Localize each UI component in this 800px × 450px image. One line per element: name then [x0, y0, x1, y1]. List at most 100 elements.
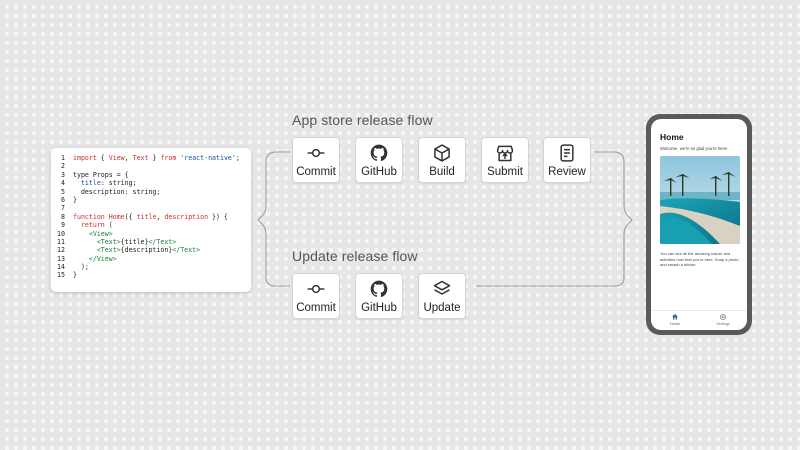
- connector-code-to-appstore: [257, 151, 290, 221]
- code-token: (: [104, 221, 113, 230]
- code-token: title: [80, 179, 101, 188]
- line-number: 6: [61, 195, 65, 204]
- line-number: 10: [57, 229, 65, 238]
- phone-mockup: Home Welcome, we're so glad you're here!: [646, 114, 752, 335]
- code-token: type Props = {: [73, 170, 129, 179]
- code-line: 1 import { View, Text } from 'react-nativ…: [51, 154, 251, 162]
- code-token: </View>: [88, 254, 117, 263]
- step-label: GitHub: [361, 166, 397, 178]
- home-icon: [672, 314, 678, 320]
- code-token: ,: [124, 154, 133, 162]
- tab-label: Settings: [716, 322, 730, 326]
- code-token: [73, 179, 81, 187]
- appstore-step-submit: Submit: [481, 137, 529, 183]
- code-token: }: [73, 271, 77, 280]
- commit-icon: [307, 284, 325, 294]
- code-token: description: string;: [73, 187, 161, 196]
- step-label: GitHub: [361, 302, 397, 314]
- line-number: 3: [61, 170, 65, 179]
- code-line: 7: [51, 204, 251, 212]
- line-number: 15: [57, 271, 65, 280]
- code-token: <Text>: [96, 237, 121, 246]
- github-icon: [370, 280, 388, 298]
- connector-appstore-to-phone: [594, 151, 633, 221]
- phone-tab-home[interactable]: Home: [651, 311, 699, 330]
- code-line: 14 );: [51, 263, 251, 271]
- code-token: </Text>: [148, 237, 177, 246]
- code-snippet-card: 1 import { View, Text } from 'react-nativ…: [51, 148, 251, 292]
- code-token: from: [160, 154, 177, 162]
- update-step-github: GitHub: [355, 273, 403, 319]
- update-step-commit: Commit: [292, 273, 340, 319]
- line-number: 12: [57, 246, 65, 255]
- gear-icon: [719, 313, 727, 321]
- code-token: [73, 238, 97, 246]
- github-icon: [370, 144, 388, 162]
- code-token: <View>: [88, 229, 113, 238]
- step-label: Commit: [296, 302, 336, 314]
- connector-update-to-phone: [476, 219, 633, 287]
- code-token: 'react-native': [180, 154, 236, 162]
- line-number: 1: [61, 154, 65, 162]
- line-number: 2: [61, 162, 65, 171]
- code-line: 9 return (: [51, 221, 251, 229]
- line-number: 5: [61, 187, 65, 196]
- cube-icon: [434, 144, 450, 162]
- step-label: Submit: [487, 166, 523, 178]
- store-icon: [496, 145, 514, 162]
- code-line: 6}: [51, 196, 251, 204]
- code-token: [73, 221, 81, 229]
- appstore-step-build: Build: [418, 137, 466, 183]
- code-token: ;: [235, 154, 240, 162]
- appstore-step-commit: Commit: [292, 137, 340, 183]
- code-token: View: [108, 154, 125, 162]
- code-token: function: [73, 212, 105, 221]
- phone-subtitle: Welcome, we're so glad you're here!: [660, 146, 728, 151]
- code-token: description: [164, 212, 209, 221]
- code-token: [73, 230, 89, 238]
- code-token: }) {: [208, 212, 228, 221]
- code-token: {: [96, 154, 109, 162]
- appstore-step-review: Review: [543, 137, 591, 183]
- code-token: {description}: [120, 246, 173, 255]
- layers-icon: [433, 280, 451, 295]
- code-token: import: [73, 154, 97, 162]
- update-step-update: Update: [418, 273, 466, 319]
- step-label: Update: [423, 302, 461, 314]
- phone-page-title: Home: [660, 132, 684, 142]
- step-label: Build: [429, 166, 455, 178]
- code-token: {title}: [120, 237, 149, 246]
- pool-photo-illustration: [660, 156, 740, 244]
- code-token: }: [73, 195, 77, 204]
- code-line: 5 description: string;: [51, 188, 251, 196]
- code-token: }: [148, 154, 161, 162]
- code-line: 12 <Text>{description}</Text>: [51, 246, 251, 254]
- phone-tab-bar: Home Settings: [651, 310, 747, 330]
- pool-photo: [660, 156, 740, 244]
- line-number: 9: [61, 221, 65, 230]
- code-token: <Text>: [96, 246, 121, 255]
- code-token: ,: [156, 212, 165, 221]
- code-token: Home: [108, 212, 125, 221]
- line-number: 11: [57, 237, 65, 246]
- line-number: 4: [61, 179, 65, 188]
- code-token: Text: [132, 154, 149, 162]
- code-line: 13 </View>: [51, 255, 251, 263]
- code-line: 15}: [51, 271, 251, 279]
- code-token: title: [136, 212, 157, 221]
- code-token: ({: [124, 212, 137, 221]
- line-number: 14: [57, 263, 65, 272]
- code-line: 4 title: string;: [51, 179, 251, 187]
- line-number: 7: [61, 204, 65, 213]
- code-token: </Text>: [172, 246, 201, 255]
- update-flow-title: Update release flow: [292, 248, 418, 264]
- step-label: Commit: [296, 166, 336, 178]
- code-line: 10 <View>: [51, 230, 251, 238]
- commit-icon: [307, 148, 325, 158]
- code-token: [73, 255, 89, 263]
- code-token: : string;: [100, 179, 137, 188]
- phone-tab-settings[interactable]: Settings: [699, 311, 747, 330]
- tab-label: Home: [669, 322, 681, 326]
- appstore-step-github: GitHub: [355, 137, 403, 183]
